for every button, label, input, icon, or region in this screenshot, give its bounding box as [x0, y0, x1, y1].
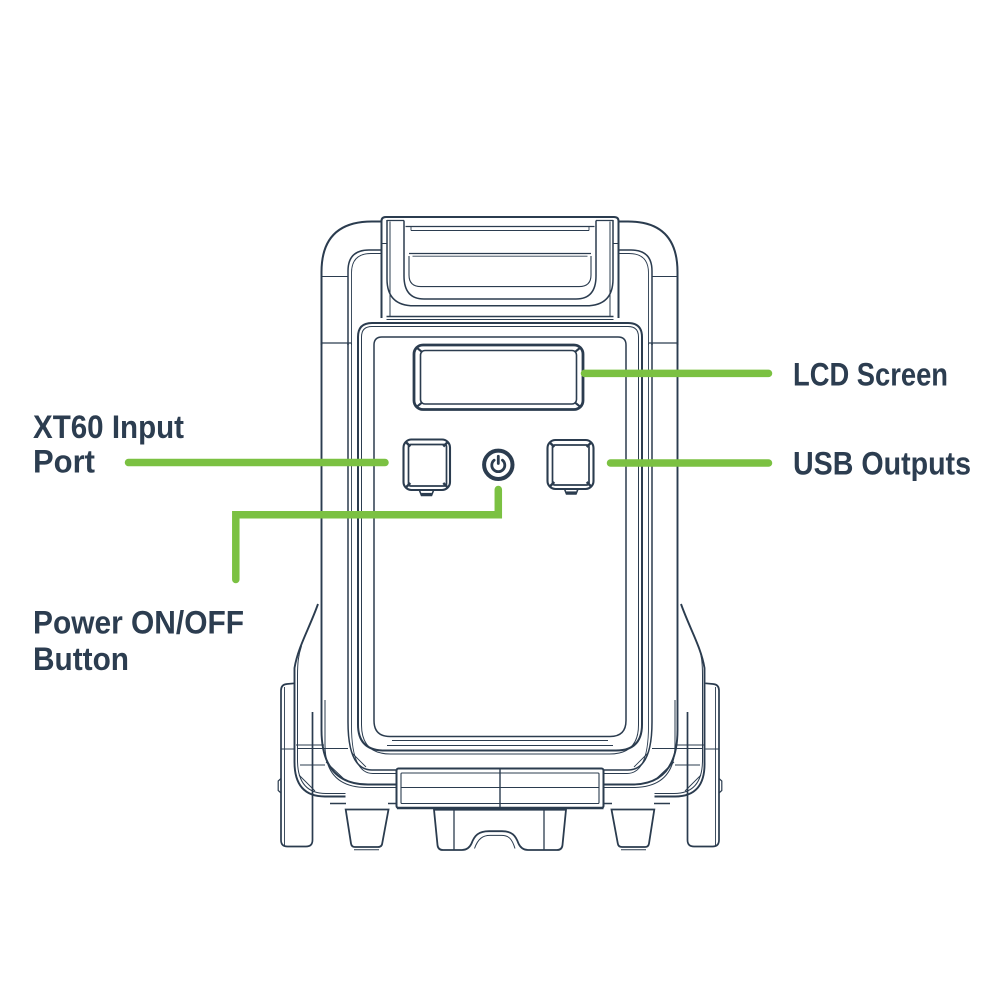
svg-text:LCD Screen: LCD Screen — [793, 357, 948, 393]
svg-text:Power ON/OFF: Power ON/OFF — [33, 605, 244, 641]
svg-text:XT60 Input: XT60 Input — [33, 409, 184, 445]
svg-text:Button: Button — [33, 641, 129, 677]
svg-text:Port: Port — [33, 444, 95, 480]
svg-text:USB Outputs: USB Outputs — [793, 446, 971, 482]
